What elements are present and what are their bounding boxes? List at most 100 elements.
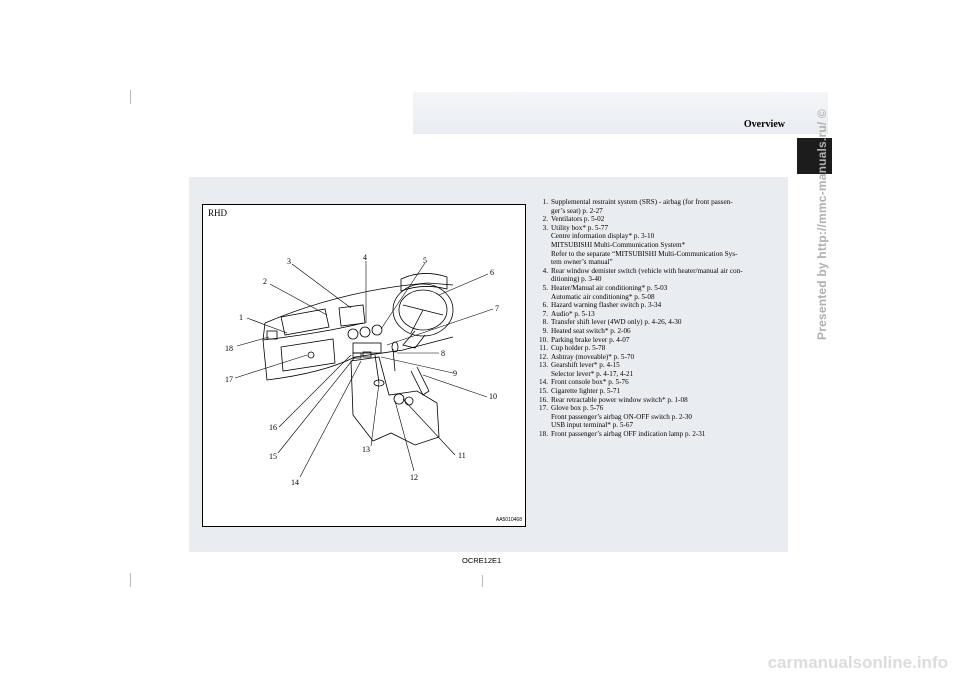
gear-lever [374, 354, 380, 384]
callout-13: 13 [362, 445, 370, 454]
legend-item: 14.Front console box* p. 5-76 [537, 378, 782, 387]
legend-number: 13. [539, 361, 548, 370]
legend-text: Front passenger’s airbag OFF indication … [551, 430, 706, 439]
legend-text: Utility box* p. 5-77 [551, 223, 609, 232]
legend-item: 16.Rear retractable power window switch*… [537, 396, 782, 405]
center-display [338, 304, 366, 327]
callout-4: 4 [363, 253, 367, 262]
crop-mark-bottom-left [130, 573, 131, 587]
steering-wheel [392, 283, 454, 337]
legend-item: 11.Cup holder p. 5-78 [537, 344, 782, 353]
legend-text: Ventilators p. 5-02 [551, 215, 605, 224]
legend-subtext: USB input terminal* p. 5-67 [551, 421, 634, 430]
legend-text: Ashtray (moveable)* p. 5-70 [551, 352, 635, 361]
callout-16: 16 [269, 423, 277, 432]
callout-12: 12 [410, 473, 418, 482]
passenger-airbag-panel [280, 308, 330, 336]
legend-subtext: ditioning) p. 3-40 [551, 275, 602, 284]
legend-text: Heated seat switch* p. 2-06 [551, 326, 631, 335]
legend-number: 15. [539, 387, 548, 396]
instrument-cluster [400, 273, 448, 292]
variant-label: RHD [208, 208, 228, 218]
legend-text: Cup holder p. 5-78 [551, 344, 606, 353]
legend-item: 5.Heater/Manual air conditioning* p. 5-0… [537, 284, 782, 301]
legend-subtext: Selector lever* p. 4-17, 4-21 [551, 369, 634, 378]
legend-text: Rear retractable power window switch* p.… [551, 395, 688, 404]
header-band [413, 92, 828, 134]
legend-subtext: Automatic air conditioning* p. 5-08 [551, 292, 655, 301]
legend-item: 1.Supplemental restraint system (SRS) - … [537, 198, 782, 215]
crop-mark-bottom-center [482, 575, 483, 587]
legend-text: Heater/Manual air conditioning* p. 5-03 [551, 283, 668, 292]
legend-item: 9.Heated seat switch* p. 2-06 [537, 327, 782, 336]
callout-10: 10 [489, 392, 497, 401]
legend-number: 17. [539, 404, 548, 413]
legend-number: 5. [542, 283, 548, 292]
callout-15: 15 [269, 452, 277, 461]
section-title: Overview [743, 119, 785, 130]
callout-18: 18 [225, 344, 233, 353]
dashboard-outline [264, 282, 454, 324]
chapter-tab [797, 138, 832, 174]
legend-item: 7.Audio* p. 5-13 [537, 310, 782, 319]
legend-number: 18. [539, 430, 548, 439]
legend-text: Hazard warning flasher switch p. 3-34 [551, 301, 662, 310]
legend-item: 2.Ventilators p. 5-02 [537, 215, 782, 224]
legend-item: 18.Front passenger’s airbag OFF indicati… [537, 430, 782, 439]
callout-2: 2 [263, 277, 267, 286]
legend-number: 2. [542, 215, 548, 224]
callout-11: 11 [458, 451, 466, 460]
heater-dial-1 [347, 328, 359, 340]
item-legend: 1.Supplemental restraint system (SRS) - … [537, 198, 782, 439]
parking-brake [410, 366, 430, 396]
callout-1: 1 [239, 313, 243, 322]
page-code: OCRE12E1 [462, 556, 502, 565]
legend-number: 10. [539, 335, 548, 344]
legend-number: 11. [539, 344, 548, 353]
legend-text: Glove box p. 5-76 [551, 404, 604, 413]
legend-number: 16. [539, 395, 548, 404]
legend-text: Audio* p. 5-13 [551, 309, 595, 318]
cup-holder [393, 393, 405, 405]
legend-text: Front console box* p. 5-76 [551, 378, 629, 387]
legend-item: 12.Ashtray (moveable)* p. 5-70 [537, 353, 782, 362]
legend-text: Gearshift lever* p. 4-15 [551, 361, 620, 370]
callout-7: 7 [495, 304, 499, 313]
dashboard-figure: RHD [202, 204, 526, 527]
legend-subtext: Front passenger’s airbag ON-OFF switch p… [551, 412, 693, 421]
legend-number: 12. [539, 352, 548, 361]
legend-text: Transfer shift lever (4WD only) p. 4-26,… [551, 318, 682, 327]
dashboard-illustration: 1 2 3 4 5 6 7 8 9 10 11 12 13 14 15 16 1… [225, 253, 499, 487]
legend-subtext: tem owner’s manual” [551, 258, 613, 267]
legend-subtext: Centre information display* p. 3-10 [551, 232, 655, 241]
legend-number: 3. [542, 223, 548, 232]
legend-text: Parking brake lever p. 4-07 [551, 335, 630, 344]
callout-6: 6 [490, 268, 494, 277]
audio-unit [352, 342, 382, 354]
legend-item: 4.Rear window demister switch (vehicle w… [537, 267, 782, 284]
legend-item: 15.Cigarette lighter p. 5-71 [537, 387, 782, 396]
presented-by-link[interactable]: Presented by http://mmc-manuals.ru/ © [815, 109, 829, 340]
legend-text: Cigarette lighter p. 5-71 [551, 387, 621, 396]
center-console [350, 356, 440, 446]
crop-mark-top-left [130, 90, 131, 104]
heater-dial-2 [359, 326, 371, 338]
legend-number: 14. [539, 378, 548, 387]
callout-14: 14 [291, 478, 299, 487]
callout-3: 3 [287, 257, 291, 266]
legend-subtext: ger’s seat) p. 2-27 [551, 206, 603, 215]
legend-subtext: Refer to the separate “MITSUBISHI Multi-… [551, 249, 738, 258]
legend-number: 6. [542, 301, 548, 310]
legend-number: 4. [542, 266, 548, 275]
callout-5: 5 [423, 256, 427, 265]
legend-number: 9. [542, 326, 548, 335]
legend-text: Rear window demister switch (vehicle wit… [551, 266, 743, 275]
legend-number: 7. [542, 309, 548, 318]
legend-item: 6.Hazard warning flasher switch p. 3-34 [537, 301, 782, 310]
legend-item: 8.Transfer shift lever (4WD only) p. 4-2… [537, 318, 782, 327]
figure-code: AA5010468 [495, 517, 522, 523]
legend-text: Supplemental restraint system (SRS) - ai… [551, 198, 733, 206]
